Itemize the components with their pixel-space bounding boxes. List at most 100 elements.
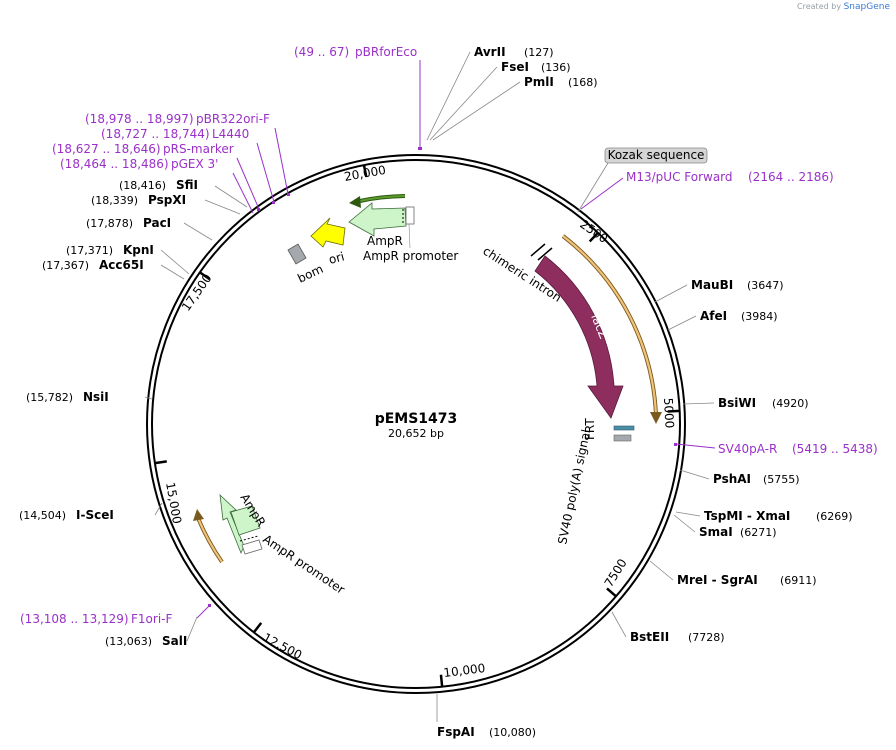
orange-arrow-body bbox=[562, 235, 658, 416]
bom-feature[interactable]: bom bbox=[287, 243, 325, 286]
primer-name: pGEX 3' bbox=[171, 157, 218, 171]
site-leader-line bbox=[426, 51, 471, 141]
site-position: (15,782) bbox=[26, 391, 73, 404]
site-leader-line bbox=[204, 199, 241, 215]
site-PmlI[interactable]: PmlI (168) bbox=[524, 75, 598, 89]
lacz-arrow bbox=[534, 255, 624, 419]
site-name: MauBI bbox=[691, 278, 733, 292]
site-leader-line bbox=[675, 511, 701, 517]
ampr-promoter-top-box bbox=[405, 206, 415, 225]
orange-arrow-right[interactable] bbox=[561, 234, 662, 424]
kozak-label: Kozak sequence bbox=[608, 148, 705, 162]
frt-feature[interactable]: FRT bbox=[583, 418, 635, 440]
site-position: (3647) bbox=[747, 279, 784, 292]
site-PacI[interactable]: (17,878) PacI bbox=[86, 216, 171, 230]
site-position: (17,367) bbox=[42, 259, 89, 272]
ori-arrow bbox=[310, 217, 346, 248]
green-arrow-top[interactable] bbox=[349, 194, 406, 208]
site-SalI[interactable]: (13,063) SalI bbox=[105, 634, 187, 648]
ampr-promoter-top-label: AmpR promoter bbox=[363, 249, 458, 263]
snapgene-logo: SnapGene bbox=[843, 2, 890, 12]
site-leader-line bbox=[429, 66, 498, 141]
site-Acc65I[interactable]: (17,367) Acc65I bbox=[42, 258, 144, 272]
primer-mark-pBR322ori bbox=[287, 193, 290, 196]
site-position: (4920) bbox=[772, 397, 809, 410]
primer-name: L4440 bbox=[212, 127, 249, 141]
primer-F1ori-F[interactable]: (13,108 .. 13,129) F1ori-F bbox=[20, 612, 172, 626]
site-TspMI-XmaI[interactable]: TspMI - XmaI (6269) bbox=[704, 509, 853, 523]
site-name: AfeI bbox=[700, 309, 727, 323]
primer-M13-pUC-Forward[interactable]: M13/pUC Forward (2164 .. 2186) bbox=[626, 170, 834, 184]
sv40-feature[interactable]: SV40 poly(A) signal bbox=[555, 428, 632, 546]
site-FseI[interactable]: FseI (136) bbox=[501, 60, 571, 74]
site-position: (13,063) bbox=[105, 635, 152, 648]
site-name: AvrII bbox=[474, 45, 506, 59]
ampr-bottom-feature[interactable]: AmpR AmpR promoter bbox=[219, 491, 347, 597]
tick-mark bbox=[606, 587, 617, 598]
site-FspAI[interactable]: FspAI (10,080) bbox=[437, 725, 536, 739]
primer-pBR322ori-F[interactable]: (18,978 .. 18,997) pBR322ori-F bbox=[85, 112, 270, 126]
site-leader-line bbox=[654, 284, 688, 303]
primer-mark-F1ori bbox=[208, 604, 211, 607]
primer-name: pRS-marker bbox=[163, 142, 234, 156]
ori-feature[interactable]: ori bbox=[310, 217, 346, 267]
site-MauBI[interactable]: MauBI (3647) bbox=[691, 278, 784, 292]
site-PspXI[interactable]: (18,339) PspXI bbox=[91, 193, 186, 207]
primer-mark-L4440 bbox=[272, 201, 275, 204]
primer-name: pBR322ori-F bbox=[196, 112, 270, 126]
site-name: PshAI bbox=[713, 472, 751, 486]
primer-mark-pRS bbox=[257, 208, 260, 211]
leader-SV40pA-R bbox=[675, 443, 716, 449]
kozak-leader bbox=[577, 162, 609, 213]
site-position: (6271) bbox=[740, 526, 777, 539]
primer-L4440[interactable]: (18,727 .. 18,744) L4440 bbox=[101, 127, 249, 141]
site-MreI-SgrAI[interactable]: MreI - SgrAI (6911) bbox=[677, 573, 817, 587]
leader-pGEX3 bbox=[232, 172, 254, 214]
ampr-top-feature[interactable]: AmpR AmpR promoter bbox=[348, 202, 458, 263]
site-KpnI[interactable]: (17,371) KpnI bbox=[66, 243, 154, 257]
primer-pBRforEco[interactable]: (49 .. 67) pBRforEco bbox=[294, 45, 417, 59]
site-I-SceI[interactable]: (14,504) I-SceI bbox=[19, 508, 114, 522]
primer-pRS-marker[interactable]: (18,627 .. 18,646) pRS-marker bbox=[52, 142, 234, 156]
site-position: (136) bbox=[541, 61, 571, 74]
lacz-feature[interactable]: lacZ bbox=[534, 255, 624, 419]
site-leader-line bbox=[154, 502, 163, 516]
site-AvrII[interactable]: AvrII (127) bbox=[474, 45, 554, 59]
site-BsiWI[interactable]: BsiWI (4920) bbox=[718, 396, 809, 410]
site-NsiI[interactable]: (15,782) NsiI bbox=[26, 390, 109, 404]
site-PshAI[interactable]: PshAI (5755) bbox=[713, 472, 800, 486]
primer-name: M13/pUC Forward bbox=[626, 170, 733, 184]
site-SfiI[interactable]: (18,416) SfiI bbox=[119, 178, 198, 192]
site-leader-line bbox=[432, 81, 521, 141]
kozak-box[interactable] bbox=[604, 147, 708, 164]
site-AfeI[interactable]: AfeI (3984) bbox=[700, 309, 778, 323]
site-SmaI[interactable]: SmaI (6271) bbox=[699, 525, 777, 539]
site-leader-line bbox=[649, 560, 674, 581]
primer-range: (5419 .. 5438) bbox=[792, 442, 878, 456]
primer-pGEX-3[interactable]: (18,464 .. 18,486) pGEX 3' bbox=[60, 157, 218, 171]
primer-range: (18,464 .. 18,486) bbox=[60, 157, 169, 171]
site-leader-line bbox=[186, 616, 198, 642]
site-BstEII[interactable]: BstEII (7728) bbox=[630, 630, 725, 644]
site-position: (127) bbox=[524, 46, 554, 59]
site-leader-line bbox=[160, 249, 190, 275]
leader-layer bbox=[144, 51, 715, 722]
ampr-promoter-top-leader bbox=[408, 223, 411, 249]
site-name: FspAI bbox=[437, 725, 475, 739]
green-arrow-head bbox=[349, 196, 361, 208]
orange-arrow-left[interactable] bbox=[193, 509, 224, 564]
plasmid-name: pEMS1473 bbox=[375, 411, 458, 427]
tick-mark bbox=[362, 164, 368, 178]
leader-pBR322ori bbox=[274, 127, 289, 195]
sv40-label: SV40 poly(A) signal bbox=[555, 428, 593, 546]
leader-F1ori bbox=[196, 604, 211, 619]
primer-mark-pBRforEco bbox=[418, 147, 422, 150]
primer-range: (18,727 .. 18,744) bbox=[101, 127, 210, 141]
site-position: (18,339) bbox=[91, 194, 138, 207]
site-name: KpnI bbox=[123, 243, 154, 257]
site-name: TspMI - XmaI bbox=[704, 509, 790, 523]
tick-label: 10,000 bbox=[443, 661, 486, 680]
site-position: (6269) bbox=[816, 510, 853, 523]
primer-SV40pA-R[interactable]: SV40pA-R (5419 .. 5438) bbox=[718, 442, 878, 456]
